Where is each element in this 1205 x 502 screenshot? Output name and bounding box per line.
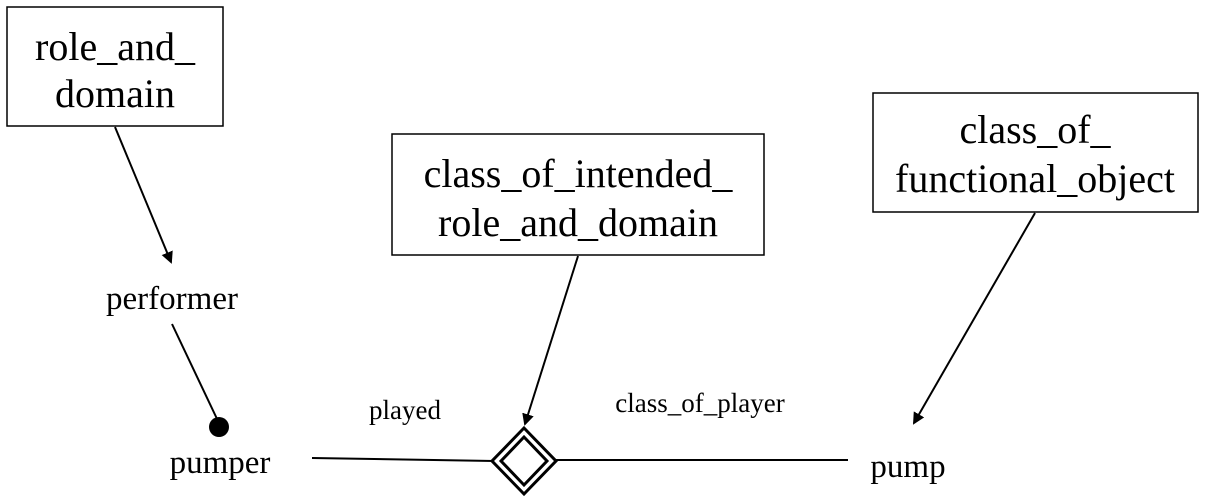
- box-role-and-domain-line1: role_and_: [35, 24, 196, 69]
- box-role-and-domain-line2: domain: [55, 71, 175, 116]
- edge-label-played: played: [369, 395, 441, 425]
- arrow-role-to-performer: [114, 126, 173, 264]
- box-class-of-intended-line2: role_and_domain: [438, 200, 718, 245]
- node-performer: performer: [106, 281, 238, 317]
- box-class-of-functional-object: class_of_ functional_object: [872, 92, 1199, 213]
- relationship-diamond: [489, 425, 559, 497]
- box-class-of-functional-line1: class_of_: [959, 107, 1111, 152]
- node-pump: pump: [870, 449, 945, 485]
- pumper-dot: [209, 417, 229, 437]
- box-class-of-intended-role-and-domain: class_of_intended_ role_and_domain: [391, 133, 765, 256]
- edge-label-class-of-player: class_of_player: [615, 388, 784, 418]
- box-role-and-domain: role_and_ domain: [6, 6, 224, 127]
- arrow-functional-to-pump: [913, 212, 1036, 425]
- node-pumper: pumper: [170, 445, 271, 481]
- line-pumper-to-diamond: [311, 457, 495, 462]
- link-performer-to-pumper: [171, 323, 219, 422]
- arrow-intended-to-diamond: [522, 255, 579, 426]
- box-class-of-functional-line2: functional_object: [895, 156, 1175, 201]
- box-class-of-intended-line1: class_of_intended_: [424, 151, 734, 196]
